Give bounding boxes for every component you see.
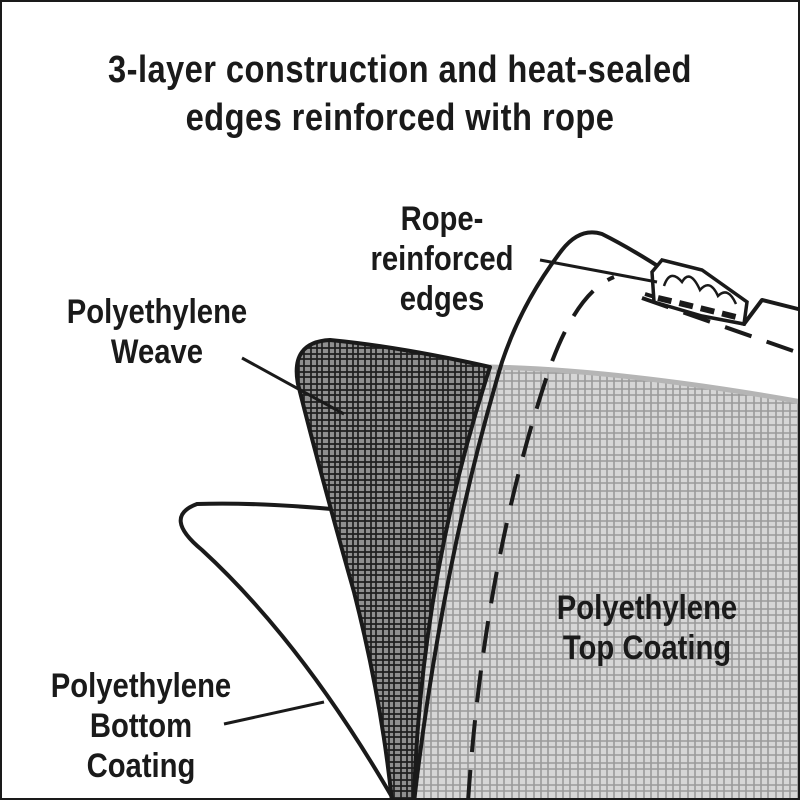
label-line: Bottom (89, 707, 193, 745)
label-line: Coating (86, 747, 196, 785)
label-line: Polyethylene (50, 667, 232, 705)
leader-rope-edges (539, 258, 658, 284)
label-line: Polyethylene (556, 589, 738, 627)
heat-seal-dashed-line (466, 275, 615, 798)
label-rope-reinforced-edges: Rope- reinforced edges (352, 199, 533, 319)
diagram-title-line-1: 3-layer construction and heat-sealed (108, 49, 692, 91)
label-line: Top Coating (562, 629, 732, 667)
label-line: reinforced (370, 240, 514, 278)
label-polyethylene-weave: Polyethylene Weave (41, 292, 273, 372)
diagram-title-line-2: edges reinforced with rope (185, 97, 615, 139)
leader-bottom-coating (223, 700, 325, 726)
label-line: Rope- (400, 200, 484, 238)
bottom-coating-layer (178, 501, 394, 798)
rope-reinforcement (650, 258, 749, 327)
top-coating-top-edge (489, 364, 798, 404)
label-line: Weave (110, 333, 204, 371)
leader-weave (241, 356, 345, 416)
label-line: Polyethylene (66, 293, 248, 331)
heat-seal-dashed-line-edge (641, 296, 798, 355)
top-coating-flap (412, 230, 666, 798)
label-polyethylene-bottom-coating: Polyethylene Bottom Coating (28, 666, 253, 786)
label-polyethylene-top-coating: Polyethylene Top Coating (522, 588, 771, 668)
top-coating-layer (410, 367, 798, 798)
label-line: edges (399, 280, 485, 318)
weave-layer (294, 338, 492, 798)
